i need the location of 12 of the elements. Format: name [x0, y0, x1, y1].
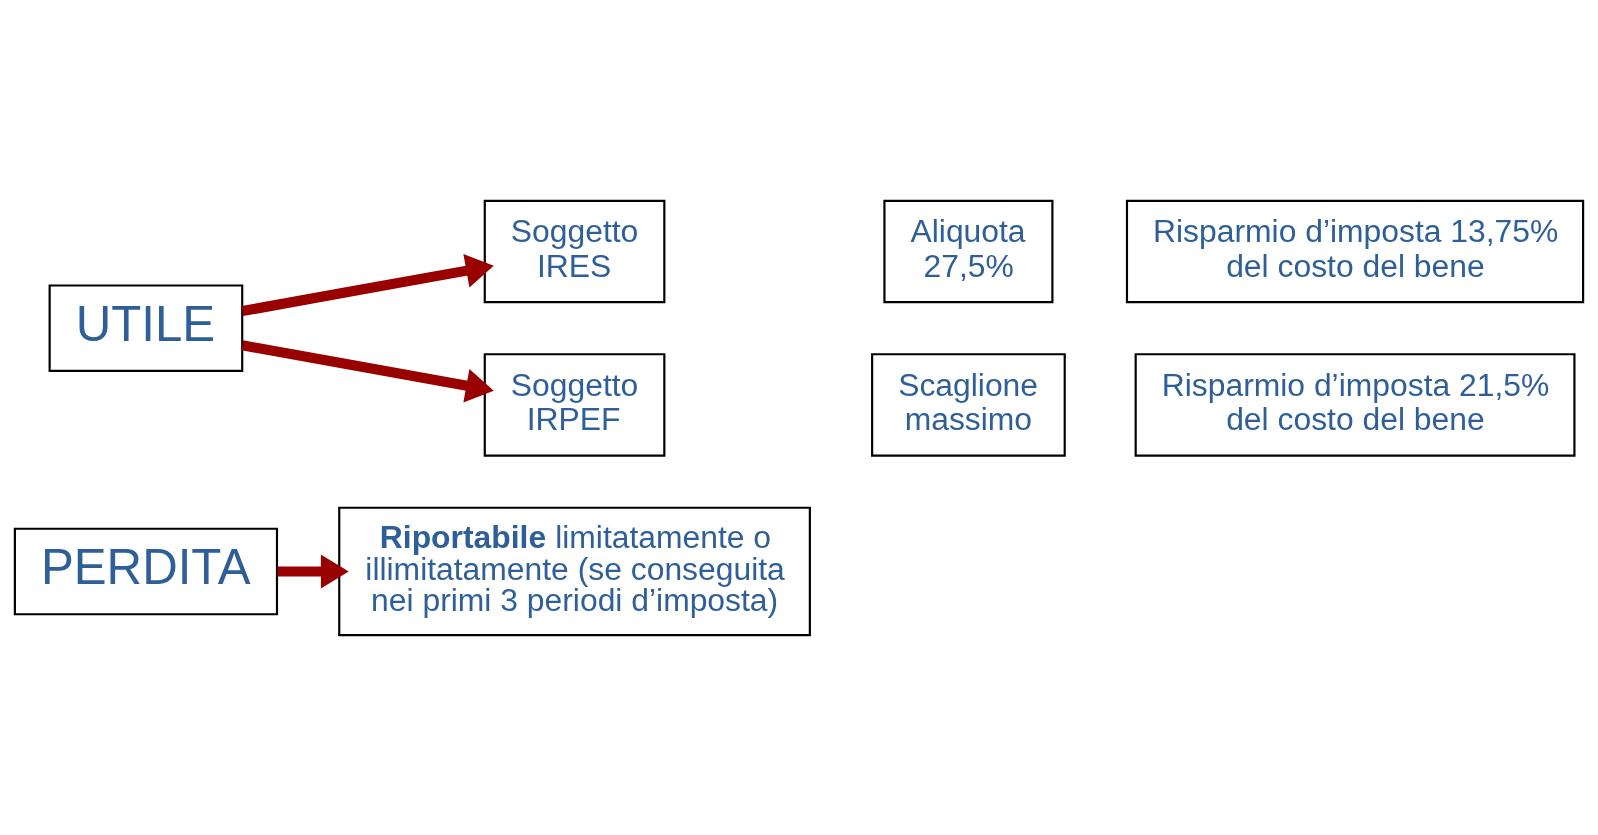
node-box: Aliquota 27,5% — [883, 199, 1054, 303]
node-box: Risparmio d’imposta 13,75% del costo del bene — [1125, 199, 1585, 303]
node-box: Scaglione massimo — [871, 352, 1066, 457]
node-box: UTILE — [48, 283, 244, 372]
arrow — [241, 253, 494, 316]
node-box: Soggetto IRPEF — [483, 352, 666, 457]
arrow — [241, 339, 494, 402]
node-box: Soggetto IRES — [483, 199, 666, 303]
node-box: Riportabile limitatamente o illimitatamente (se conseguita nei primi 3 periodi d’imposta) — [338, 506, 811, 636]
arrow — [277, 553, 349, 588]
node-box: PERDITA — [13, 527, 279, 615]
node-box: Risparmio d’imposta 21,5% del costo del bene — [1134, 352, 1576, 457]
